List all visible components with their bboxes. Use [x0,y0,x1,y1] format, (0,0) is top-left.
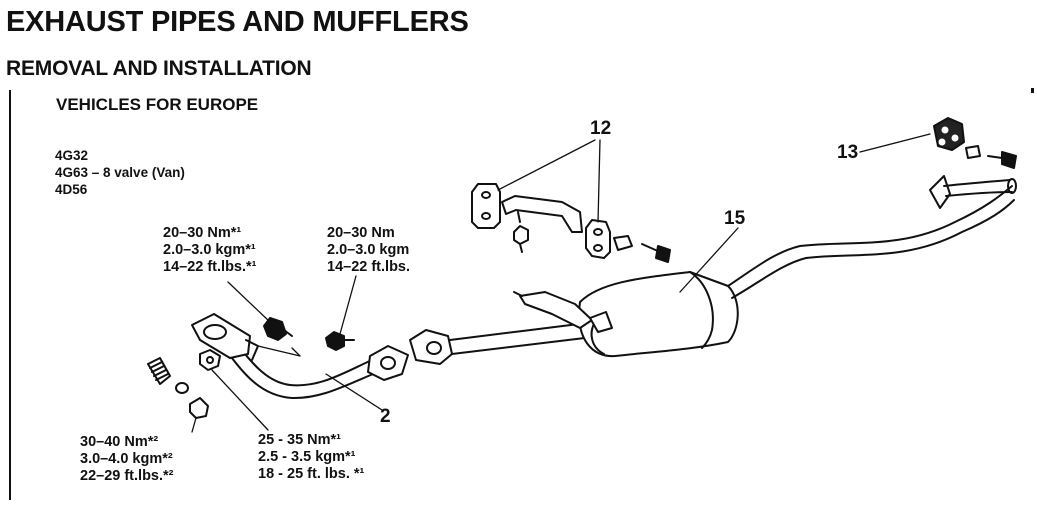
hanger-bracket-assembly [471,183,671,263]
torque-kgm: 2.0–3.0 kgm [327,242,410,258]
callout-main-muffler: 15 [724,208,746,229]
edge-mark [1031,88,1034,93]
torque-spec-pipe-flange-bolt: 20–30 Nm 2.0–3.0 kgm 14–22 ft.lbs. [327,225,410,276]
subsection-title: VEHICLES FOR EUROPE [56,95,259,114]
center-pipe [409,321,601,365]
fasteners [147,317,355,419]
tail-pipe [727,175,1017,299]
torque-nm: 20–30 Nm*¹ [163,225,242,241]
page-title: EXHAUST PIPES AND MUFFLERS [6,6,469,38]
torque-ftlbs: 22–29 ft.lbs.*² [80,468,174,484]
torque-kgm: 2.0–3.0 kgm*¹ [163,242,256,258]
torque-spec-manifold-stud-nut: 30–40 Nm*² 3.0–4.0 kgm*² 22–29 ft.lbs.*² [80,434,174,485]
torque-ftlbs: 18 - 25 ft. lbs. *¹ [258,466,365,482]
torque-spec-front-pipe-bolt: 20–30 Nm*¹ 2.0–3.0 kgm*¹ 14–22 ft.lbs.*¹ [163,225,257,276]
torque-spec-manifold-nut: 25 - 35 Nm*¹ 2.5 - 3.5 kgm*¹ 18 - 25 ft.… [258,432,364,483]
main-muffler [513,271,739,358]
torque-ftlbs: 14–22 ft.lbs.*¹ [163,259,257,275]
engine-list: 4G32 4G63 – 8 valve (Van) 4D56 [55,147,185,198]
left-margin-rule [9,90,11,500]
callout-hanger-bracket: 12 [590,118,612,139]
callout-rubber-hanger: 13 [837,142,859,163]
torque-ftlbs: 14–22 ft.lbs. [327,259,411,275]
section-title: REMOVAL AND INSTALLATION [6,57,312,80]
torque-kgm: 2.5 - 3.5 kgm*¹ [258,449,356,465]
torque-kgm: 3.0–4.0 kgm*² [80,451,173,467]
front-exhaust-pipe [191,313,409,400]
leader-lines [191,133,931,433]
engine-item: 4G63 – 8 valve (Van) [55,165,185,180]
rubber-hanger [933,117,1017,169]
torque-nm: 25 - 35 Nm*¹ [258,432,342,448]
engine-item: 4D56 [55,182,88,197]
engine-item: 4G32 [55,148,89,163]
torque-nm: 20–30 Nm [327,225,395,241]
callout-front-exhaust-pipe: 2 [380,406,391,427]
torque-nm: 30–40 Nm*² [80,434,159,450]
